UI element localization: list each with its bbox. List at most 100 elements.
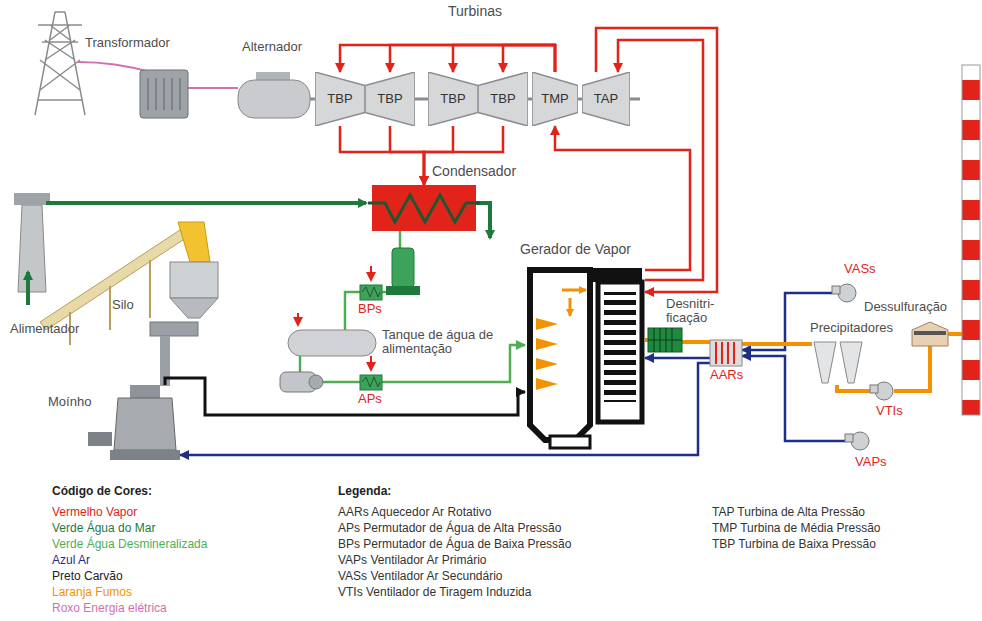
alternator-box: Alternador	[238, 80, 310, 118]
legend-entry: Verde Água Desmineralizada	[52, 534, 207, 552]
node-label: APs	[358, 392, 382, 406]
node-label: Tanque de água de alimentação	[382, 328, 502, 356]
legend-text: VAPs Ventilador Ar Primário	[338, 553, 487, 567]
flow-connector	[894, 346, 930, 391]
turbine-label: TBP	[377, 92, 402, 106]
legend-text: Laranja Fumos	[52, 585, 132, 599]
denox-unit	[648, 328, 682, 352]
seawater-intake	[14, 193, 50, 205]
turbine-stage: TBP	[315, 72, 365, 126]
node-label: Condensador	[432, 164, 516, 178]
legend-entry: BPs Permutador de Água de Baixa Pressão	[338, 534, 571, 552]
flow-connector	[390, 45, 555, 72]
node-label: Desnitri- ficação	[666, 297, 728, 325]
node-label: VAPs	[855, 455, 887, 469]
legend-text: AARs Aquecedor Ar Rotativo	[338, 505, 491, 519]
node-label: Transformador	[85, 36, 170, 50]
legend-swatch: Verde Água do Mar	[52, 518, 155, 535]
condensate-pump	[386, 286, 420, 295]
heat-exchanger	[360, 285, 382, 300]
legend-text: TBP Turbina de Baixa Pressão	[712, 537, 876, 551]
node-label: BPs	[358, 302, 382, 316]
turbine-stage: TMP	[532, 72, 578, 126]
air-heater	[710, 340, 742, 366]
fan-box: VASs	[832, 282, 858, 304]
turbine-stage: TBP	[365, 72, 415, 126]
legend-swatch: Verde Água Desmineralizada	[52, 534, 207, 551]
seawater-intake	[18, 205, 46, 292]
legend-heading: Legenda:	[338, 484, 391, 498]
condenser-box: Condensador	[372, 185, 476, 231]
node-label: Precipitadores	[810, 321, 893, 335]
legend-entry: Roxo Energia elétrica	[52, 598, 167, 616]
turbine-outline	[582, 72, 630, 126]
flow-connector	[682, 340, 710, 344]
coal-conveyor	[170, 298, 218, 318]
fan	[838, 284, 856, 302]
coal-mill	[110, 450, 180, 460]
pylon	[35, 12, 85, 115]
node-label: Dessulfuração	[864, 300, 947, 314]
fan	[870, 385, 878, 393]
coal-conveyor	[40, 226, 192, 330]
coal-mill	[114, 398, 176, 450]
seawater-intake	[14, 193, 490, 305]
legend-swatch: Vermelho Vapor	[52, 502, 137, 519]
turbine-label: TMP	[541, 92, 568, 106]
precipitator	[840, 342, 862, 383]
legend-entry: Azul Ar	[52, 550, 90, 568]
heat-input-arrow	[370, 266, 372, 280]
heat-exchanger	[362, 287, 380, 297]
turbine-outline	[428, 72, 478, 126]
legend-entry: VAPs Ventilador Ar Primário	[338, 550, 487, 568]
turbine-stage: TBP	[478, 72, 528, 126]
turbine-outline	[478, 72, 528, 126]
legend-swatch: Roxo Energia elétrica	[52, 598, 167, 615]
node-label: VTIs	[876, 404, 903, 418]
transformer	[140, 70, 188, 118]
steam-generator	[530, 268, 642, 448]
seawater-intake	[476, 203, 490, 238]
legend-entry: VTIs Ventilador de Tiragem Induzida	[338, 582, 531, 600]
legend-entry: Vermelho Vapor	[52, 502, 137, 520]
fan-box: VTIs	[870, 380, 894, 402]
legend-text: TMP Turbina de Média Pressão	[712, 521, 881, 535]
power-wire	[78, 62, 150, 72]
tank-box: Tanque de água de alimentação	[288, 330, 376, 356]
legend-text: BPs Permutador de Água de Baixa Pressão	[338, 537, 571, 551]
legend-swatch: Laranja Fumos	[52, 582, 132, 599]
coal-mill	[88, 385, 180, 460]
denox-unit	[648, 328, 682, 352]
condensate-pump	[392, 248, 414, 288]
precipitator	[814, 342, 836, 383]
legend-text: Roxo Energia elétrica	[52, 601, 167, 615]
heat-exchanger	[360, 375, 382, 390]
exchanger-box: APs	[360, 375, 382, 390]
chimney	[962, 65, 980, 415]
steam-generator	[550, 436, 590, 448]
legend-text: TAP Turbina de Alta Pressão	[712, 505, 865, 519]
transformer	[148, 78, 180, 110]
turbine-outline	[315, 72, 365, 126]
legend-text: Preto Carvão	[52, 569, 123, 583]
legend-text: Verde Água do Mar	[52, 521, 155, 535]
fan	[845, 434, 853, 442]
flow-connector	[453, 45, 555, 72]
steam-generator	[562, 289, 586, 292]
alternator	[238, 72, 310, 118]
desulphurisation-house	[914, 331, 946, 335]
flow-connector	[165, 378, 525, 415]
flow-connector	[837, 385, 870, 391]
transformer-box: Transformador	[140, 70, 188, 118]
legend-entry: APs Permutador de Água de Alta Pressão	[338, 518, 561, 536]
node-label: VASs	[844, 262, 876, 276]
node-label: AARs	[710, 368, 743, 382]
boiler-box: Gerador de Vapor	[525, 265, 645, 450]
feed-pump	[309, 375, 323, 389]
turbine-stage: TAP	[582, 72, 630, 126]
steam-generator	[604, 292, 636, 402]
condenser	[368, 195, 480, 222]
heat-input-arrow	[370, 356, 372, 370]
flow-connector	[503, 45, 555, 72]
legend-text: APs Permutador de Água de Alta Pressão	[338, 521, 561, 535]
